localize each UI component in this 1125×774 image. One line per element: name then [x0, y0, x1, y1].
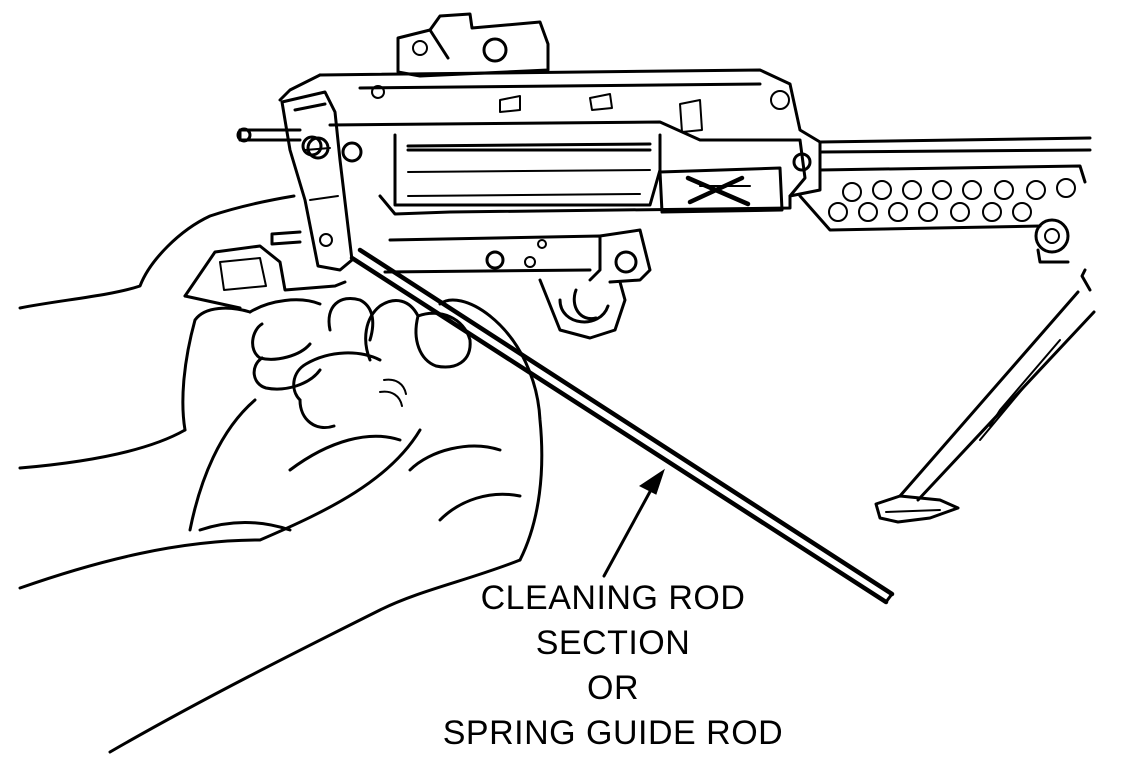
cleaning-rod: [349, 247, 895, 605]
bolt-assembly: [270, 90, 354, 272]
receiver-body: [236, 120, 812, 207]
trigger-group: [383, 228, 652, 340]
callout-arrow: [602, 468, 665, 578]
right-hand: [18, 297, 544, 754]
callout-line-1: CLEANING ROD: [480, 579, 746, 617]
left-hand: [18, 194, 322, 532]
bipod: [874, 218, 1096, 524]
rear-sight: [396, 12, 550, 78]
callout-line-4: SPRING GUIDE ROD: [442, 714, 784, 752]
buttstock-plate: [183, 244, 347, 310]
receiver-cover: [278, 68, 822, 216]
barrel: [798, 136, 1092, 232]
callout-label: CLEANING ROD SECTION OR SPRING GUIDE ROD: [400, 576, 826, 756]
callout-line-3: OR: [587, 669, 639, 707]
cocking-handle-slot: [658, 166, 784, 214]
callout-line-2: SECTION: [535, 624, 691, 662]
handguard-vents: [828, 178, 1076, 222]
